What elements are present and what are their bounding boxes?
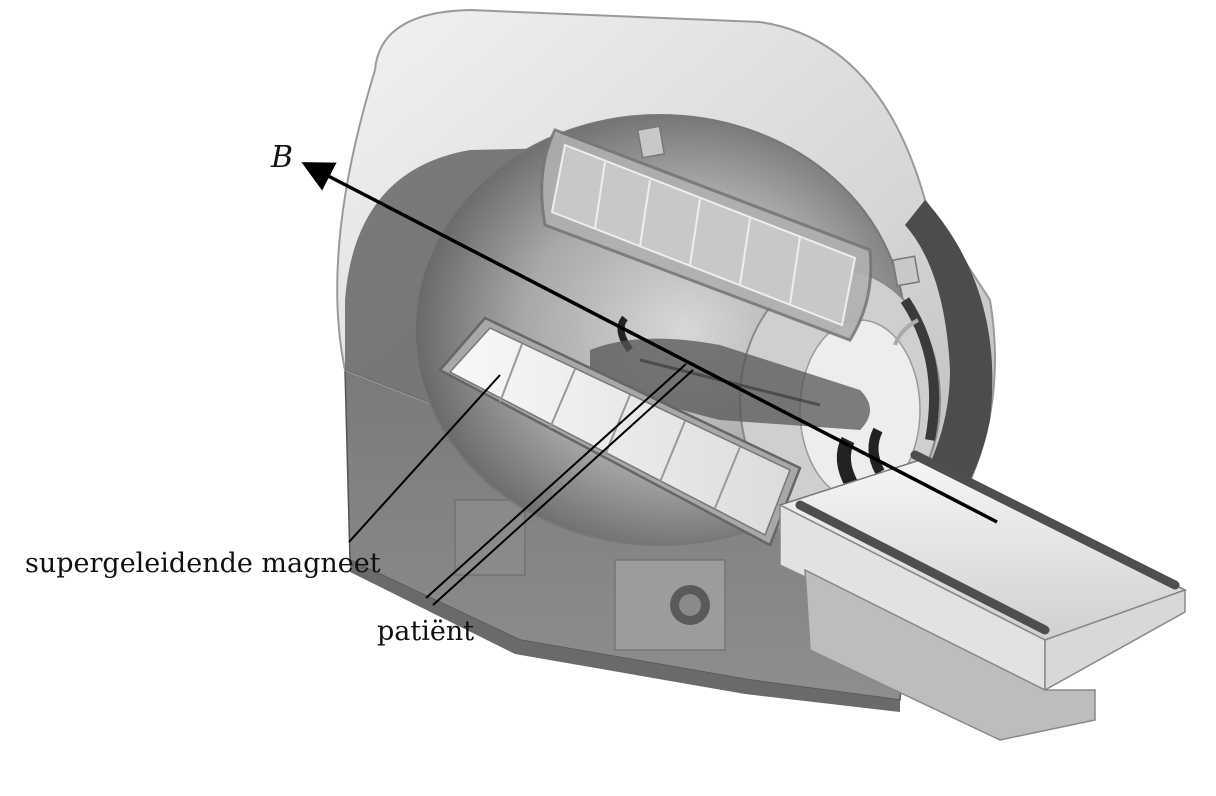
patient-label: patiënt — [377, 616, 474, 647]
patient-leader-line-2 — [432, 369, 694, 606]
magnet-label: supergeleidende magneet — [25, 548, 381, 579]
field-label: B — [270, 140, 293, 175]
patient-table — [778, 450, 1187, 741]
magnet-leader-line — [348, 374, 501, 543]
magnetic-field-arrow — [301, 162, 998, 524]
magnet-panel-top — [540, 125, 920, 342]
patient-leader-line-1 — [425, 363, 687, 599]
